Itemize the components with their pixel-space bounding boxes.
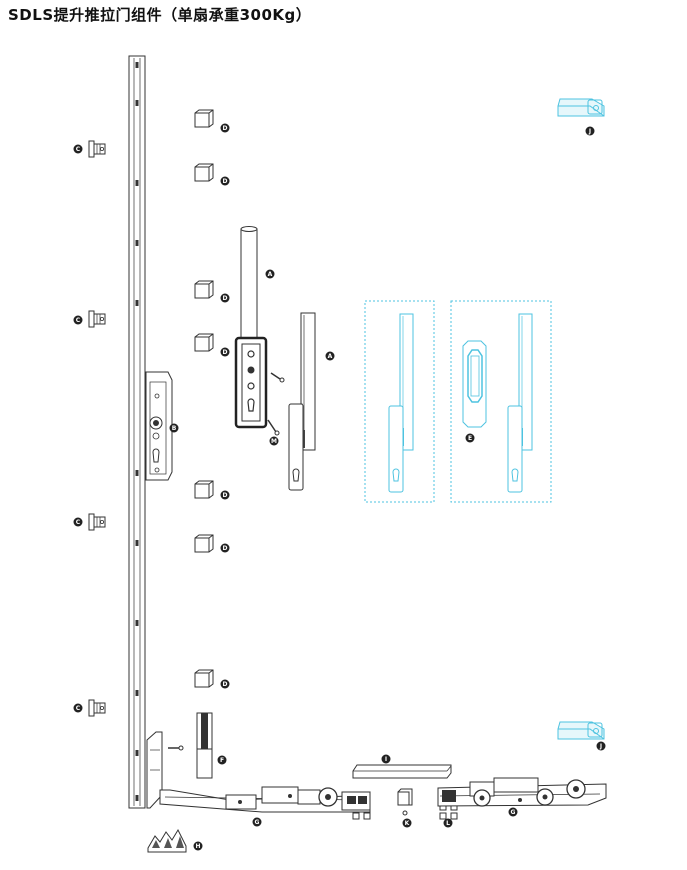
callout-g: G (508, 807, 518, 817)
svg-text:E: E (468, 435, 472, 442)
striker-bracket (88, 140, 106, 158)
svg-text:B: B (172, 425, 177, 432)
gearbox (145, 371, 173, 481)
guide-block (194, 280, 214, 299)
guide-block (194, 534, 214, 553)
callout-k: K (402, 818, 412, 828)
svg-text:G: G (255, 819, 260, 826)
svg-text:D: D (223, 349, 228, 356)
svg-text:A: A (328, 353, 333, 360)
svg-text:M: M (271, 438, 277, 445)
lift-post (196, 712, 213, 779)
svg-text:D: D (223, 492, 228, 499)
svg-text:C: C (76, 519, 81, 526)
callout-h: H (193, 841, 203, 851)
screw (168, 745, 184, 751)
svg-text:F: F (220, 757, 224, 764)
callout-b: B (169, 423, 179, 433)
roller-carriage (437, 777, 607, 807)
callout-e: E (465, 433, 475, 443)
end-cap (557, 721, 605, 740)
spacer-set (147, 828, 187, 853)
option-box-single-handle (364, 300, 435, 503)
callout-i: I (381, 754, 391, 764)
svg-text:K: K (405, 820, 410, 827)
guide-block (194, 669, 214, 688)
callout-f: F (217, 755, 227, 765)
guide-block (194, 109, 214, 128)
roller-carriage (159, 786, 371, 813)
svg-text:L: L (446, 820, 450, 827)
svg-text:C: C (76, 317, 81, 324)
callout-a: A (325, 351, 335, 361)
interior-handle (234, 226, 268, 429)
guide-block (194, 333, 214, 352)
svg-text:H: H (195, 843, 200, 850)
gear-rod (128, 55, 146, 809)
guide-block (194, 163, 214, 182)
striker-bracket (88, 310, 106, 328)
track-bar (352, 764, 452, 779)
svg-text:D: D (223, 545, 228, 552)
exterior-handle (288, 312, 316, 491)
callout-j: J (596, 741, 606, 751)
callout-j: J (585, 126, 595, 136)
drive-block (397, 788, 413, 816)
svg-text:D: D (223, 681, 228, 688)
alt-handle (507, 313, 533, 493)
callout-d: D D D D D D D (220, 123, 230, 689)
svg-text:D: D (223, 295, 228, 302)
small-fittings (352, 803, 458, 820)
callout-a: A (265, 269, 275, 279)
screws (267, 372, 285, 436)
flush-pull (462, 340, 487, 428)
svg-text:C: C (76, 705, 81, 712)
svg-text:D: D (223, 178, 228, 185)
svg-text:G: G (511, 809, 516, 816)
alt-handle (388, 313, 414, 493)
callout-l: L (443, 818, 453, 828)
callout-m: M (269, 436, 279, 446)
diagram-title: SDLS提升推拉门组件（单扇承重300Kg） (8, 6, 312, 24)
striker-bracket (88, 513, 106, 531)
svg-text:C: C (76, 146, 81, 153)
svg-text:D: D (223, 125, 228, 132)
end-cap (557, 98, 605, 117)
striker-bracket (88, 699, 106, 717)
svg-text:J: J (588, 128, 591, 135)
guide-block (194, 480, 214, 499)
svg-text:A: A (268, 271, 273, 278)
callout-c: C C C C (73, 144, 83, 713)
callout-g: G (252, 817, 262, 827)
svg-text:J: J (599, 743, 602, 750)
option-box-handle-with-pull (450, 300, 552, 503)
svg-text:I: I (385, 756, 387, 763)
